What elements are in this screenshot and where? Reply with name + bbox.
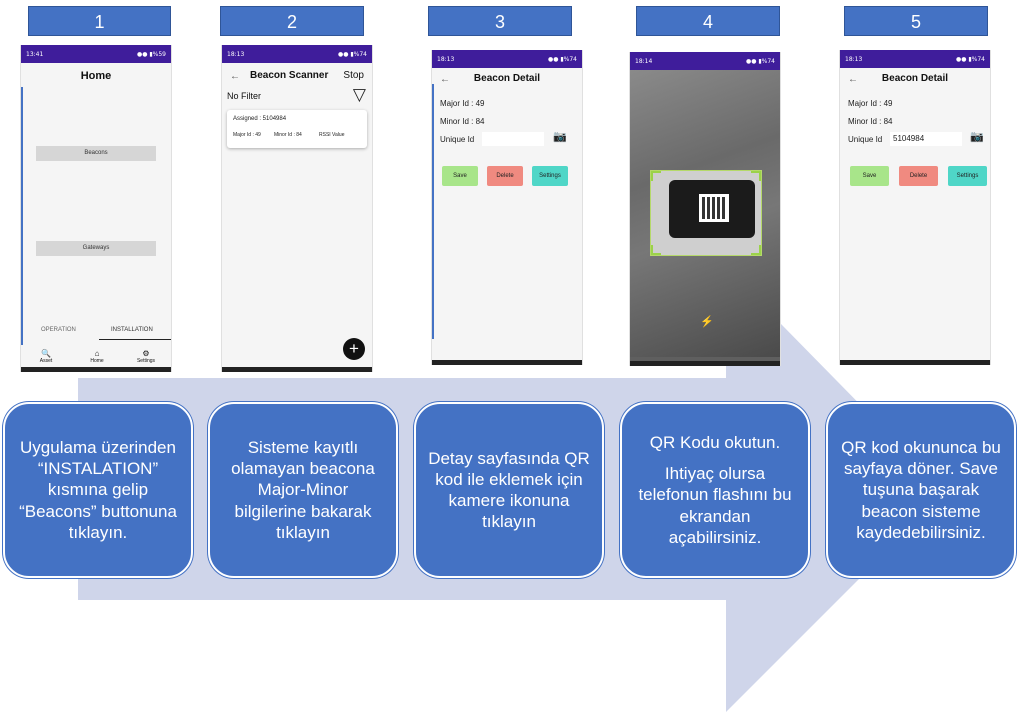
- phone-screen-scanner: 18:13 ●● ▮%74 ← Beacon Scanner Stop No F…: [221, 45, 373, 372]
- callout-1-text: Uygulama üzerinden “INSTALATION” kısmına…: [19, 437, 177, 542]
- gateways-button[interactable]: Gateways: [36, 241, 156, 256]
- phone-screen-detail-empty: 18:13 ●● ▮%74 ← Beacon Detail Major Id :…: [431, 50, 583, 365]
- step-number-3: 3: [428, 6, 572, 36]
- nav-asset-label: Asset: [39, 358, 53, 364]
- filter-label: No Filter: [227, 91, 262, 101]
- status-time: 18:13: [227, 50, 245, 58]
- step-callout-5: QR kod okununca bu sayfaya döner. Save t…: [826, 402, 1016, 578]
- stop-button[interactable]: Stop: [343, 70, 364, 81]
- camera-icon[interactable]: 📷: [553, 131, 567, 143]
- assigned-text: Assigned : 5104984: [233, 116, 287, 122]
- status-bar: 18:13 ●● ▮%74: [432, 50, 582, 68]
- step-callout-2: Sisteme kayıtlı olamayan beacona Major-M…: [208, 402, 398, 578]
- flash-icon[interactable]: ⚡: [700, 316, 714, 328]
- callout-3-text: Detay sayfasında QR kod ile eklemek için…: [428, 448, 590, 532]
- back-arrow-icon[interactable]: ←: [230, 71, 240, 82]
- settings-button[interactable]: Settings: [532, 166, 568, 186]
- callout-4-text-1: QR Kodu okutun.: [649, 432, 781, 452]
- step-callout-4: QR Kodu okutun. Ihtiyaç olursa telefonun…: [620, 402, 810, 578]
- tab-operation[interactable]: OPERATION: [41, 327, 76, 333]
- nav-settings[interactable]: ⚙ Settings: [131, 349, 161, 364]
- status-time: 18:13: [437, 55, 455, 63]
- major-id-text: Major Id : 49: [848, 99, 893, 108]
- system-nav-bar: [21, 367, 171, 372]
- step-number-1: 1: [28, 6, 171, 36]
- status-bar: 18:14 ●● ▮%74: [630, 52, 780, 70]
- page-title: Beacon Detail: [473, 73, 541, 84]
- system-nav-bar: [840, 360, 990, 365]
- system-nav-bar: [222, 367, 372, 372]
- callout-2-text: Sisteme kayıtlı olamayan beacona Major-M…: [231, 437, 375, 542]
- status-bar: 18:13 ●● ▮%74: [222, 45, 372, 63]
- status-icons: ●● ▮%59: [136, 50, 166, 58]
- delete-button[interactable]: Delete: [899, 166, 938, 186]
- step-number-2: 2: [220, 6, 364, 36]
- status-icons: ●● ▮%74: [955, 55, 985, 63]
- major-text: Major Id : 49: [233, 132, 261, 138]
- scan-frame: [650, 170, 762, 256]
- minor-text: Minor Id : 84: [274, 132, 302, 138]
- status-time: 18:13: [845, 55, 863, 63]
- step-number-5: 5: [844, 6, 988, 36]
- status-time: 18:14: [635, 57, 653, 65]
- nav-settings-label: Settings: [136, 358, 156, 364]
- nav-home[interactable]: ⌂ Home: [82, 349, 112, 364]
- unique-id-input[interactable]: 5104984: [890, 132, 962, 146]
- minor-id-text: Minor Id : 84: [848, 117, 893, 126]
- nav-home-label: Home: [90, 358, 104, 364]
- back-arrow-icon[interactable]: ←: [848, 74, 858, 85]
- frame-corner-bl: [651, 245, 661, 255]
- save-button[interactable]: Save: [442, 166, 478, 186]
- status-bar: 13:41 ●● ▮%59: [21, 45, 171, 63]
- beacon-card[interactable]: Assigned : 5104984 Major Id : 49 Minor I…: [227, 110, 367, 148]
- step-callout-1: Uygulama üzerinden “INSTALATION” kısmına…: [3, 402, 193, 578]
- plus-icon: +: [349, 339, 359, 358]
- unique-id-input[interactable]: [482, 132, 544, 146]
- page-title: Home: [80, 70, 112, 82]
- phone-screen-home: 13:41 ●● ▮%59 Home Beacons Gateways OPER…: [20, 45, 172, 372]
- callout-4-text-2: Ihtiyaç olursa telefonun flashını bu ekr…: [638, 464, 792, 547]
- status-bar: 18:13 ●● ▮%74: [840, 50, 990, 68]
- status-icons: ●● ▮%74: [547, 55, 577, 63]
- camera-icon[interactable]: 📷: [970, 131, 984, 143]
- page-title: Beacon Scanner: [250, 70, 329, 81]
- scroll-indicator: [432, 84, 434, 339]
- status-time: 13:41: [26, 50, 44, 58]
- qr-code-icon: [699, 194, 729, 222]
- step-callout-3: Detay sayfasında QR kod ile eklemek için…: [414, 402, 604, 578]
- page-title: Beacon Detail: [881, 73, 949, 84]
- system-nav-bar: [432, 360, 582, 365]
- status-icons: ●● ▮%74: [745, 57, 775, 65]
- phone-screen-camera: 18:14 ●● ▮%74 ⚡: [629, 52, 781, 366]
- beacons-button[interactable]: Beacons: [36, 146, 156, 161]
- nav-asset[interactable]: 🔍 Asset: [31, 349, 61, 364]
- home-icon: ⌂: [94, 349, 100, 358]
- phone-screen-detail-filled: 18:13 ●● ▮%74 ← Beacon Detail Major Id :…: [839, 50, 991, 365]
- gear-icon: ⚙: [142, 349, 150, 358]
- frame-corner-tl: [651, 171, 661, 181]
- save-button[interactable]: Save: [850, 166, 889, 186]
- unique-id-label: Unique Id: [848, 135, 883, 144]
- filter-icon[interactable]: ▽: [352, 85, 366, 104]
- callout-5-text: QR kod okununca bu sayfaya döner. Save t…: [841, 437, 1001, 542]
- rssi-text: RSSI Value: [319, 132, 345, 138]
- tab-installation[interactable]: INSTALLATION: [111, 327, 153, 333]
- delete-button[interactable]: Delete: [487, 166, 523, 186]
- search-icon: 🔍: [41, 349, 51, 358]
- tab-underline: [99, 339, 171, 340]
- status-icons: ●● ▮%74: [337, 50, 367, 58]
- frame-corner-br: [751, 245, 761, 255]
- system-nav-bar: [630, 361, 780, 366]
- back-arrow-icon[interactable]: ←: [440, 74, 450, 85]
- step-number-4: 4: [636, 6, 780, 36]
- unique-id-label: Unique Id: [440, 135, 475, 144]
- major-id-text: Major Id : 49: [440, 99, 485, 108]
- settings-button[interactable]: Settings: [948, 166, 987, 186]
- add-fab-button[interactable]: +: [343, 338, 365, 360]
- beacon-device: [669, 180, 755, 238]
- minor-id-text: Minor Id : 84: [440, 117, 485, 126]
- scroll-indicator: [21, 87, 23, 345]
- frame-corner-tr: [751, 171, 761, 181]
